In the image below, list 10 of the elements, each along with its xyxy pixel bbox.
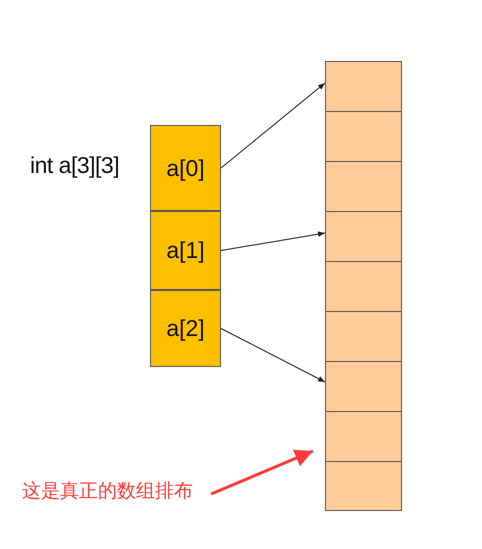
declaration-text: int a[3][3] xyxy=(30,151,120,180)
cell-label: a[1] xyxy=(166,236,205,266)
memory-column xyxy=(325,61,402,511)
cell-label: a[0] xyxy=(166,154,205,183)
arrow xyxy=(210,450,314,496)
annotation-text: 这是真正的数组排布 xyxy=(22,480,193,504)
arrow xyxy=(220,82,326,168)
arrow xyxy=(220,231,326,251)
arrow xyxy=(220,328,326,382)
cell-label: a[2] xyxy=(166,314,205,344)
